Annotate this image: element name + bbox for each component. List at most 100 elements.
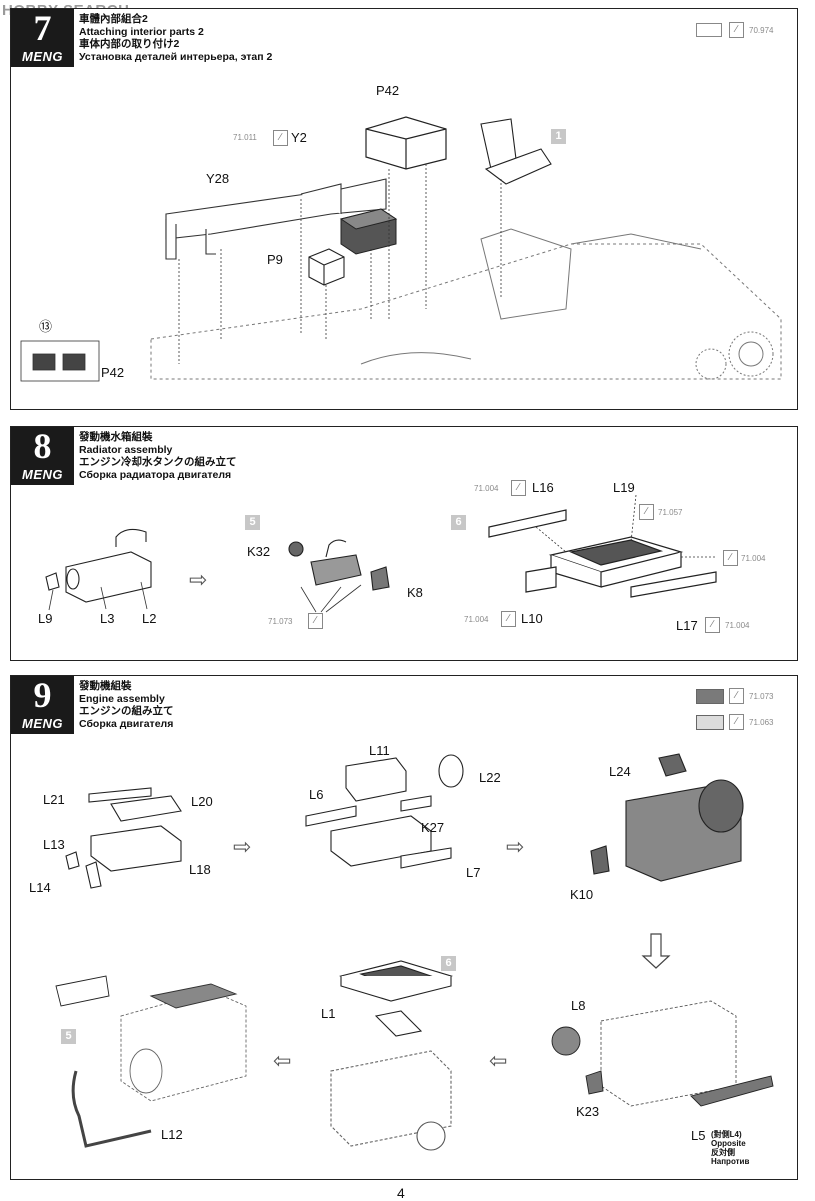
brand-logo: MENG (22, 467, 63, 482)
part-label-l9: L9 (38, 611, 53, 626)
part-label-l5: L5 (691, 1128, 706, 1143)
title-en: Radiator assembly (79, 443, 173, 456)
part-label-l16: L16 (532, 480, 554, 495)
part-label-l1: L1 (321, 1006, 336, 1021)
part-label-l2: L2 (142, 611, 157, 626)
hull-interior-drawing (20, 116, 782, 382)
step-title: 發動機組裝 Engine assembly エンジンの組み立て Сборка д… (79, 680, 174, 730)
paint-code-k: 71.073 (268, 617, 293, 626)
part-label-k32: K32 (247, 544, 271, 559)
substep-6: 6 (441, 956, 456, 971)
paint-swatch-light (696, 715, 724, 730)
part-label-l8: L8 (571, 998, 586, 1013)
paint-brush-icon: ∕ (729, 688, 744, 704)
flow-arrow-icon: ⇦ (489, 1048, 508, 1073)
paint-brush-icon: ∕ (273, 130, 288, 146)
l5-note-zh: (對側L4) (711, 1130, 742, 1139)
title-ru: Сборка двигателя (79, 717, 174, 730)
paint-code-l19: 71.057 (658, 508, 683, 517)
step-number: 9 (33, 675, 52, 715)
title-ja: 車体内部の取り付け2 (79, 38, 180, 50)
paint-code-l16: 71.004 (474, 484, 499, 493)
part-label-l10: L10 (521, 611, 543, 626)
ref-step-13: ⑬ (39, 319, 53, 334)
step-9-panel: 9 MENG 發動機組裝 Engine assembly エンジンの組み立て С… (10, 675, 798, 1180)
substep-ref: 1 (551, 129, 566, 144)
part-label-l13: L13 (43, 837, 65, 852)
title-ja: エンジンの組み立て (79, 705, 174, 717)
part-label-l11: L11 (369, 743, 390, 758)
title-ru: Установка деталей интерьера, этап 2 (79, 50, 273, 63)
step-number: 8 (33, 426, 52, 466)
l5-note-ru: Напротив (711, 1157, 750, 1166)
brand-logo: MENG (22, 716, 63, 731)
part-label-k8: K8 (407, 585, 423, 600)
substep-5: 5 (245, 515, 260, 530)
paint-code-light: 71.063 (749, 718, 774, 727)
part-label-l21: L21 (43, 792, 65, 807)
step-badge: 8 MENG (11, 426, 74, 485)
title-zh: 車體內部組合2 (79, 13, 148, 25)
part-label-l24: L24 (609, 764, 631, 779)
substep-5: 5 (61, 1029, 76, 1044)
paint-brush-icon: ∕ (729, 714, 744, 730)
part-label-l12: L12 (161, 1127, 183, 1142)
part-label-l14: L14 (29, 880, 51, 895)
flow-arrow-icon: ⇨ (233, 834, 252, 859)
step-number: 7 (33, 8, 52, 48)
l5-note-ja: 反対側 (711, 1148, 735, 1157)
l5-note-en: Opposite (711, 1139, 746, 1148)
part-label-l20: L20 (191, 794, 213, 809)
title-ja: エンジン冷却水タンクの組み立て (79, 456, 237, 468)
title-en: Engine assembly (79, 692, 165, 705)
paint-code-dark: 71.073 (749, 692, 774, 701)
paint-brush-icon: ∕ (729, 22, 744, 38)
paint-code-right: 71.004 (741, 554, 766, 563)
paint-swatch-white (696, 23, 722, 37)
paint-brush-icon: ∕ (639, 504, 654, 520)
l5-note: (對側L4) Opposite 反対側 Напротив (711, 1130, 749, 1166)
step-title: 發動機水箱組裝 Radiator assembly エンジン冷却水タンクの組み立… (79, 431, 237, 481)
part-label-k27: K27 (421, 820, 445, 835)
paint-code: 70.974 (749, 26, 774, 35)
paint-brush-icon: ∕ (501, 611, 516, 627)
title-zh: 發動機組裝 (79, 680, 132, 692)
part-label-p9: P9 (267, 252, 283, 267)
part-label-l7: L7 (466, 865, 481, 880)
brand-logo: MENG (22, 49, 63, 64)
part-label-y28: Y28 (206, 171, 230, 186)
flow-arrow-icon: ⇨ (189, 567, 208, 592)
paint-brush-icon: ∕ (705, 617, 720, 633)
part-label-l18: L18 (189, 862, 211, 877)
part-label-l19: L19 (613, 480, 635, 495)
step-badge: 7 MENG (11, 8, 74, 67)
part-label-k23: K23 (576, 1104, 600, 1119)
part-label-p42-inset: P42 (101, 365, 125, 380)
page-number: 4 (397, 1185, 405, 1201)
paint-brush-icon: ∕ (511, 480, 526, 496)
flow-arrow-icon: ⇦ (273, 1048, 292, 1073)
step-7-panel: 7 MENG 車體內部組合2 Attaching interior parts … (10, 8, 798, 410)
part-label-k10: K10 (570, 887, 594, 902)
paint-brush-icon: ∕ (723, 550, 738, 566)
radiator-drawing (45, 494, 717, 613)
paint-brush-icon: ∕ (308, 613, 323, 629)
part-label-l3: L3 (100, 611, 115, 626)
title-en: Attaching interior parts 2 (79, 25, 204, 38)
part-label-l17: L17 (676, 618, 698, 633)
title-zh: 發動機水箱組裝 (79, 431, 153, 443)
step-badge: 9 MENG (11, 675, 74, 734)
part-label-p42: P42 (376, 83, 400, 98)
paint-swatch-dark (696, 689, 724, 704)
step-8-panel: 8 MENG 發動機水箱組裝 Radiator assembly エンジン冷却水… (10, 426, 798, 661)
paint-code-l10: 71.004 (464, 615, 489, 624)
part-label-l22: L22 (479, 770, 501, 785)
flow-arrow-icon: ⇨ (506, 834, 525, 859)
part-label-l6: L6 (309, 787, 324, 802)
title-ru: Сборка радиатора двигателя (79, 468, 232, 481)
paint-code-l17: 71.004 (725, 621, 750, 630)
substep-6: 6 (451, 515, 466, 530)
part-label-y2: Y2 (291, 130, 307, 145)
step-title: 車體內部組合2 Attaching interior parts 2 車体内部の… (79, 13, 272, 63)
engine-drawing (55, 753, 774, 1151)
